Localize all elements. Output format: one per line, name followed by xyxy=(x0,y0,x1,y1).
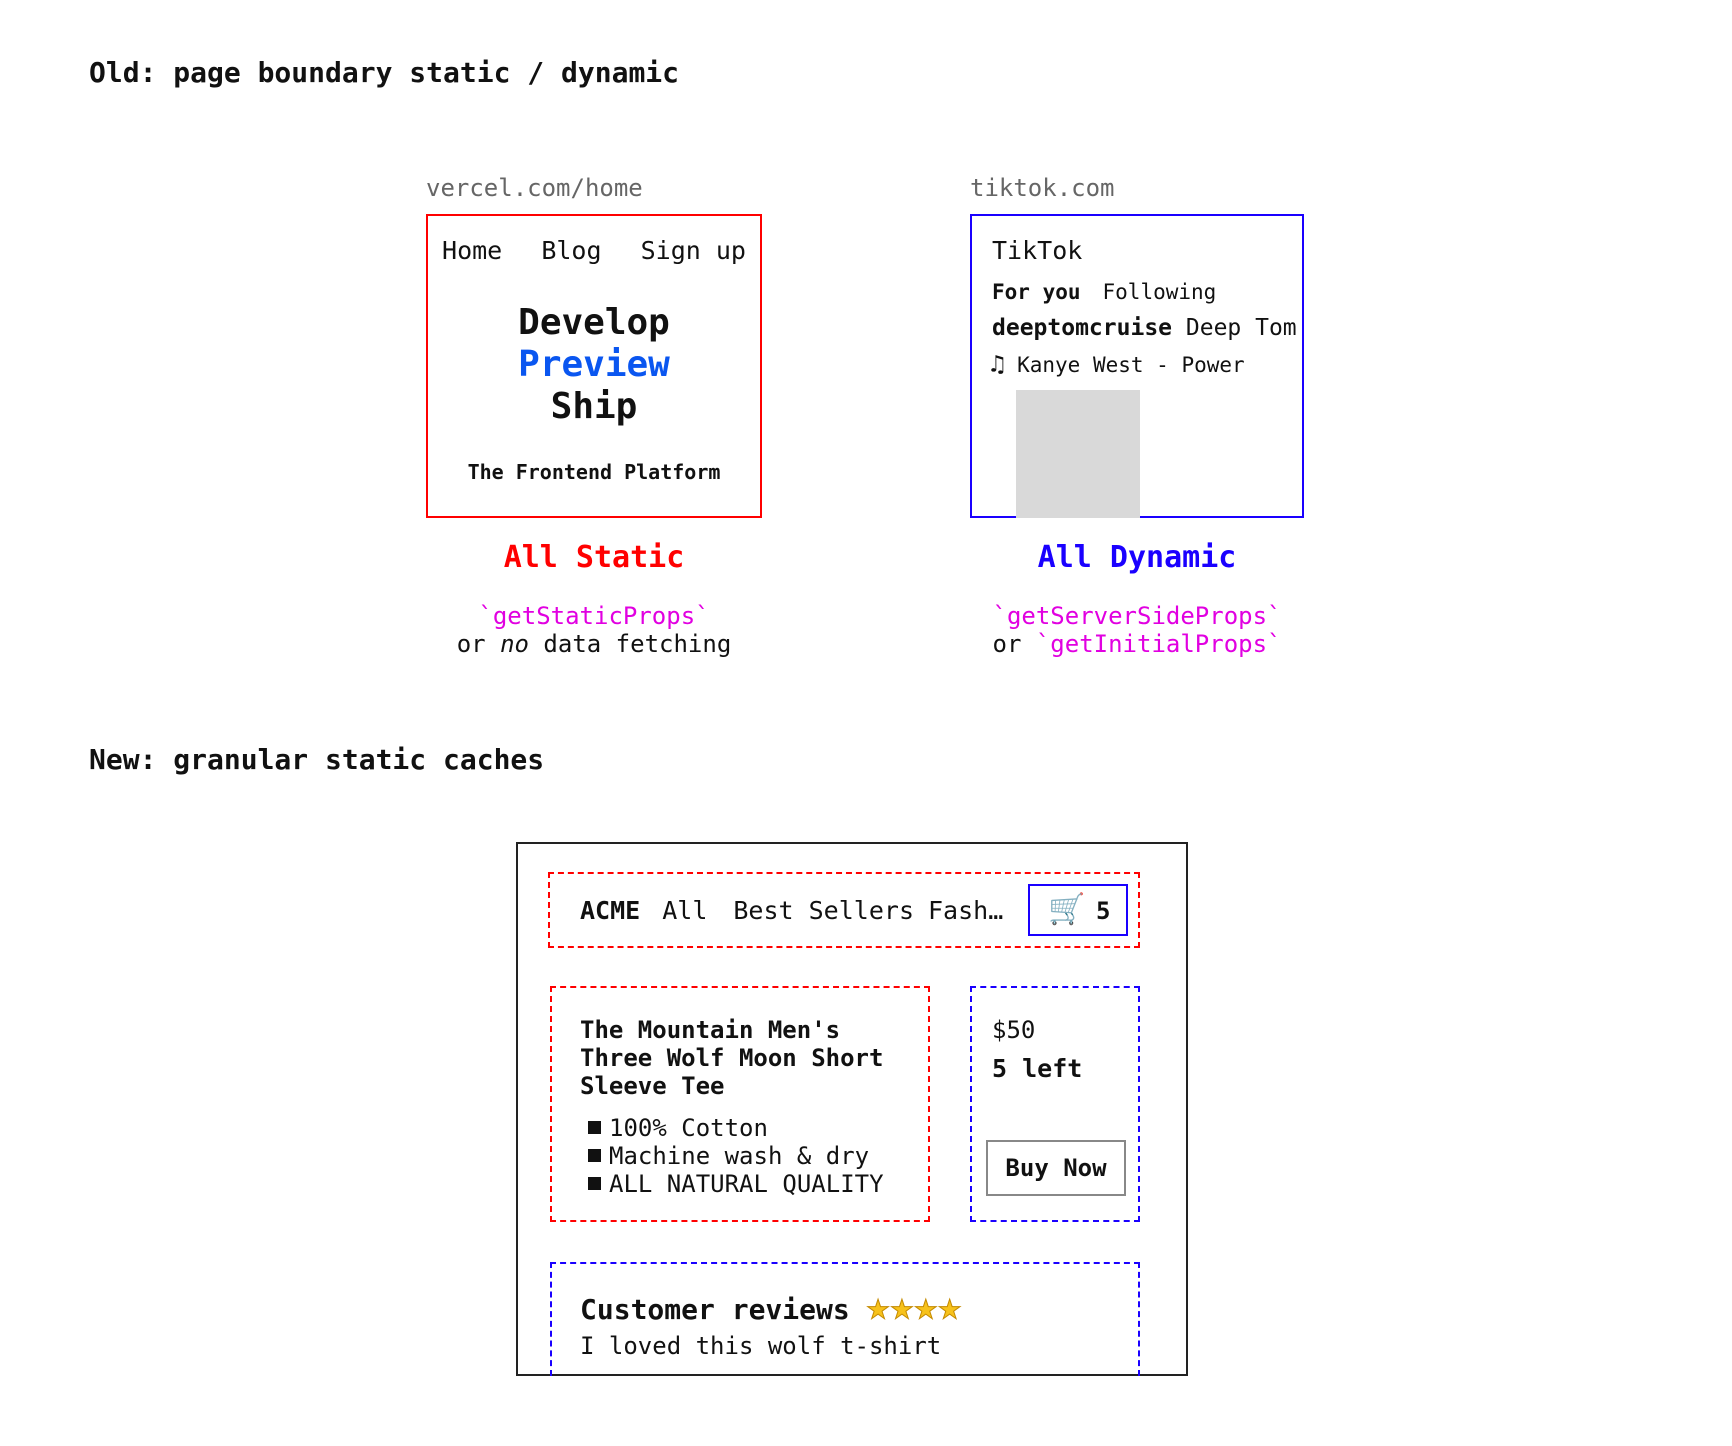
get-static-props-code: `getStaticProps` xyxy=(478,602,710,630)
star-icon: ★ xyxy=(938,1284,963,1329)
feature-item: Machine wash & dry xyxy=(588,1142,884,1170)
feature-item: ALL NATURAL QUALITY xyxy=(588,1170,884,1198)
old-section-title: Old: page boundary static / dynamic xyxy=(89,56,680,89)
nav-fashion-link[interactable]: Fash… xyxy=(928,896,1004,925)
get-initial-props-code: `getInitialProps` xyxy=(1035,630,1282,658)
dynamic-methods: `getServerSideProps` or `getInitialProps… xyxy=(937,602,1337,658)
nav-home-link[interactable]: Home xyxy=(442,236,503,265)
product-name-line-3: Sleeve Tee xyxy=(580,1072,725,1100)
feature-item: 100% Cotton xyxy=(588,1114,884,1142)
product-name-line-2: Three Wolf Moon Short xyxy=(580,1044,884,1072)
tiktok-display-name: Deep Tom xyxy=(1185,315,1297,341)
product-name: The Mountain Men's Three Wolf Moon Short… xyxy=(580,1016,883,1100)
nav-all-link[interactable]: All xyxy=(662,896,708,925)
dynamic-alt-text: or `getInitialProps` xyxy=(937,630,1337,658)
reviews-title: Customer reviews xyxy=(580,1293,850,1326)
new-section-title: New: granular static caches xyxy=(89,743,545,776)
acme-page-preview xyxy=(516,842,1188,1376)
review-text: I loved this wolf t-shirt xyxy=(580,1332,942,1360)
video-placeholder[interactable] xyxy=(1016,390,1140,518)
nav-blog-link[interactable]: Blog xyxy=(541,236,602,265)
feature-text: Machine wash & dry xyxy=(609,1142,870,1170)
nav-best-sellers-link[interactable]: Best Sellers xyxy=(733,896,914,925)
static-alt-prefix: or xyxy=(456,630,501,658)
tiktok-user-line: deeptomcruise Deep Tom xyxy=(992,315,1297,341)
tiktok-tabs: For you Following xyxy=(992,280,1216,304)
feature-text: 100% Cotton xyxy=(609,1114,768,1142)
bullet-icon xyxy=(588,1176,601,1190)
hero-develop: Develop xyxy=(518,302,670,343)
stock-count: 5 left xyxy=(992,1054,1083,1083)
vercel-tagline: The Frontend Platform xyxy=(467,460,721,484)
star-rating: ★★★★ xyxy=(866,1284,963,1329)
bullet-icon xyxy=(588,1120,601,1134)
get-server-side-props-code: `getServerSideProps` xyxy=(992,602,1282,630)
hero-preview: Preview xyxy=(518,344,670,385)
static-methods: `getStaticProps` or no data fetching xyxy=(394,602,794,658)
acme-logo[interactable]: ACME xyxy=(580,896,641,925)
reviews-dynamic: Customer reviews ★★★★ I loved this wolf … xyxy=(550,1262,1140,1376)
tiktok-username[interactable]: deeptomcruise xyxy=(992,315,1173,341)
product-name-line-1: The Mountain Men's xyxy=(580,1016,841,1044)
static-alt-text: or no data fetching xyxy=(394,630,794,658)
static-alt-suffix: data fetching xyxy=(528,630,732,658)
all-static-label: All Static xyxy=(503,540,685,575)
tiktok-brand: TikTok xyxy=(992,236,1083,265)
tiktok-page-preview: TikTok For you Following deeptomcruise De… xyxy=(970,214,1304,518)
all-dynamic-label: All Dynamic xyxy=(1037,540,1237,575)
tab-for-you[interactable]: For you xyxy=(992,280,1081,304)
dynamic-alt-prefix: or xyxy=(992,630,1036,658)
nav-signup-link[interactable]: Sign up xyxy=(640,236,746,265)
cart-count: 5 xyxy=(1096,897,1111,925)
acme-nav: ACME All Best Sellers Fash… xyxy=(580,896,1003,925)
star-icon: ★ xyxy=(914,1284,939,1329)
vercel-hero: Develop Preview Ship xyxy=(428,302,760,428)
tiktok-url: tiktok.com xyxy=(970,174,1115,202)
tiktok-song-line: ♫ Kanye West - Power xyxy=(990,350,1245,378)
purchase-dynamic: $50 5 left Buy Now xyxy=(970,986,1140,1222)
reviews-header: Customer reviews ★★★★ xyxy=(580,1284,963,1329)
price: $50 xyxy=(992,1016,1036,1044)
cart-dynamic[interactable]: 🛒 5 xyxy=(1028,884,1128,936)
header-static-cache: ACME All Best Sellers Fash… xyxy=(548,872,1140,948)
bullet-icon xyxy=(588,1148,601,1162)
tiktok-song: Kanye West - Power xyxy=(1017,353,1245,377)
hero-ship: Ship xyxy=(550,386,638,427)
product-static-cache: The Mountain Men's Three Wolf Moon Short… xyxy=(550,986,930,1222)
cart-icon: 🛒 xyxy=(1048,892,1086,927)
vercel-url: vercel.com/home xyxy=(426,174,643,202)
vercel-nav: Home Blog Sign up xyxy=(428,236,760,265)
feature-text: ALL NATURAL QUALITY xyxy=(609,1170,884,1198)
static-alt-emphasis: no xyxy=(500,630,529,658)
buy-now-button[interactable]: Buy Now xyxy=(986,1140,1126,1196)
music-note-icon: ♫ xyxy=(990,350,1005,378)
tab-following[interactable]: Following xyxy=(1102,280,1217,304)
vercel-page-preview: Home Blog Sign up Develop Preview Ship T… xyxy=(426,214,762,518)
product-features: 100% Cotton Machine wash & dry ALL NATUR… xyxy=(588,1114,884,1198)
star-icon: ★ xyxy=(866,1284,891,1329)
star-icon: ★ xyxy=(890,1284,915,1329)
